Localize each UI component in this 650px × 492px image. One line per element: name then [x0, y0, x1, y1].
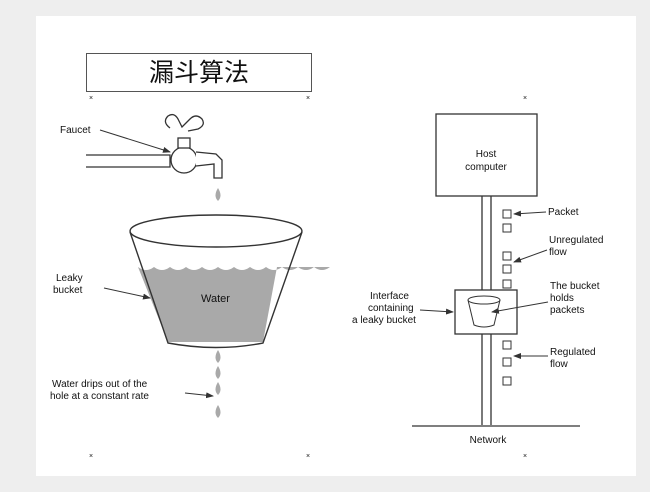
bucket-holds-label-2: holds — [550, 293, 574, 304]
interface-label-2: containing — [368, 303, 414, 314]
svg-text:×: × — [523, 95, 527, 102]
slide — [36, 16, 636, 476]
water-drops — [215, 188, 221, 418]
host-label-1: Host — [476, 149, 497, 160]
interface-label-3: a leaky bucket — [352, 315, 416, 326]
pipe — [412, 196, 580, 427]
svg-text:×: × — [523, 453, 527, 460]
interface-box — [454, 289, 518, 335]
leaky-label-2: bucket — [53, 285, 83, 296]
packets — [502, 209, 512, 386]
svg-text:×: × — [306, 95, 310, 102]
bucket-holds-label-3: packets — [550, 305, 584, 316]
leaky-label-1: Leaky — [56, 273, 83, 284]
network-label: Network — [470, 435, 508, 446]
host-label-2: computer — [465, 162, 507, 173]
faucet-icon — [86, 113, 223, 179]
regulated-label-1: Regulated — [550, 347, 596, 358]
faucet-label: Faucet — [60, 125, 91, 136]
svg-text:×: × — [89, 453, 93, 460]
drip-label-1: Water drips out of the — [52, 379, 148, 390]
regulated-label-2: flow — [550, 359, 569, 370]
host-computer: Host computer — [435, 113, 538, 197]
page-title: 漏斗算法 — [86, 53, 312, 92]
drip-label-2: hole at a constant rate — [50, 391, 149, 402]
svg-text:×: × — [89, 95, 93, 102]
interface-label-1: Interface — [370, 291, 409, 302]
right-labels: Packet Unregulated flow Interface contai… — [352, 207, 603, 446]
selection-handles: × × × × × × — [89, 95, 527, 460]
left-labels: Faucet Leaky bucket Water Water drips ou… — [50, 125, 230, 402]
leaky-bucket — [129, 214, 330, 349]
svg-text:×: × — [306, 453, 310, 460]
water-label: Water — [201, 293, 230, 305]
bucket-holds-label-1: The bucket — [550, 281, 600, 292]
packet-label: Packet — [548, 207, 579, 218]
unregulated-label-2: flow — [549, 247, 568, 258]
unregulated-label-1: Unregulated — [549, 235, 603, 246]
water-fill — [138, 267, 330, 342]
